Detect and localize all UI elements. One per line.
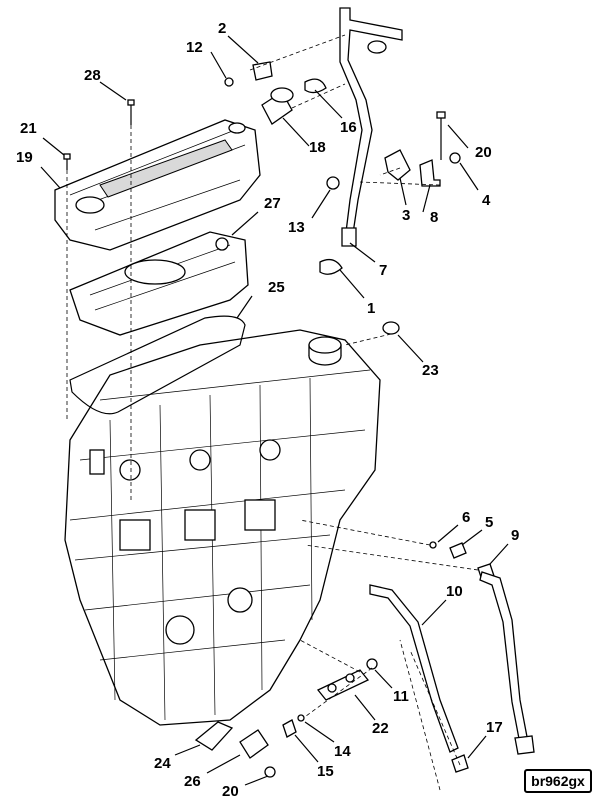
callout-19: 19 xyxy=(16,149,33,166)
valve-cover xyxy=(54,119,261,251)
breather-tube xyxy=(339,7,403,247)
callout-17: 17 xyxy=(486,719,503,736)
callout-20-top: 20 xyxy=(475,144,492,161)
engine-block xyxy=(64,329,381,726)
callout-15: 15 xyxy=(317,763,334,780)
callout-23: 23 xyxy=(422,362,439,379)
callout-7: 7 xyxy=(379,262,387,279)
callout-26: 26 xyxy=(184,773,201,790)
callout-27: 27 xyxy=(264,195,281,212)
callout-1: 1 xyxy=(367,300,375,317)
callout-13: 13 xyxy=(288,219,305,236)
leader-lines xyxy=(40,35,509,786)
callout-6: 6 xyxy=(462,509,470,526)
small-hardware xyxy=(63,77,495,778)
valve-cover-gasket xyxy=(69,315,246,415)
callout-8: 8 xyxy=(430,209,438,226)
callout-2: 2 xyxy=(218,20,226,37)
assembly-lines xyxy=(66,34,479,791)
figure-reference-code: br962gx xyxy=(524,769,592,793)
callout-18: 18 xyxy=(309,139,326,156)
callout-10: 10 xyxy=(446,583,463,600)
callout-22: 22 xyxy=(372,720,389,737)
callout-3: 3 xyxy=(402,207,410,224)
callout-11: 11 xyxy=(393,688,409,705)
callout-5: 5 xyxy=(485,514,493,531)
callout-9: 9 xyxy=(511,527,519,544)
callout-16: 16 xyxy=(340,119,357,136)
callout-24: 24 xyxy=(154,755,171,772)
callout-21: 21 xyxy=(20,120,37,137)
callout-20-bottom: 20 xyxy=(222,783,239,800)
hose-and-clamps xyxy=(252,61,343,275)
callouts: 2 12 28 16 18 21 19 20 4 8 3 13 27 7 1 2… xyxy=(16,20,519,800)
callout-28: 28 xyxy=(84,67,101,84)
callout-12: 12 xyxy=(186,39,203,56)
callout-25: 25 xyxy=(268,279,285,296)
rocker-housing xyxy=(69,231,249,336)
callout-4: 4 xyxy=(482,192,491,209)
callout-14: 14 xyxy=(334,743,351,760)
